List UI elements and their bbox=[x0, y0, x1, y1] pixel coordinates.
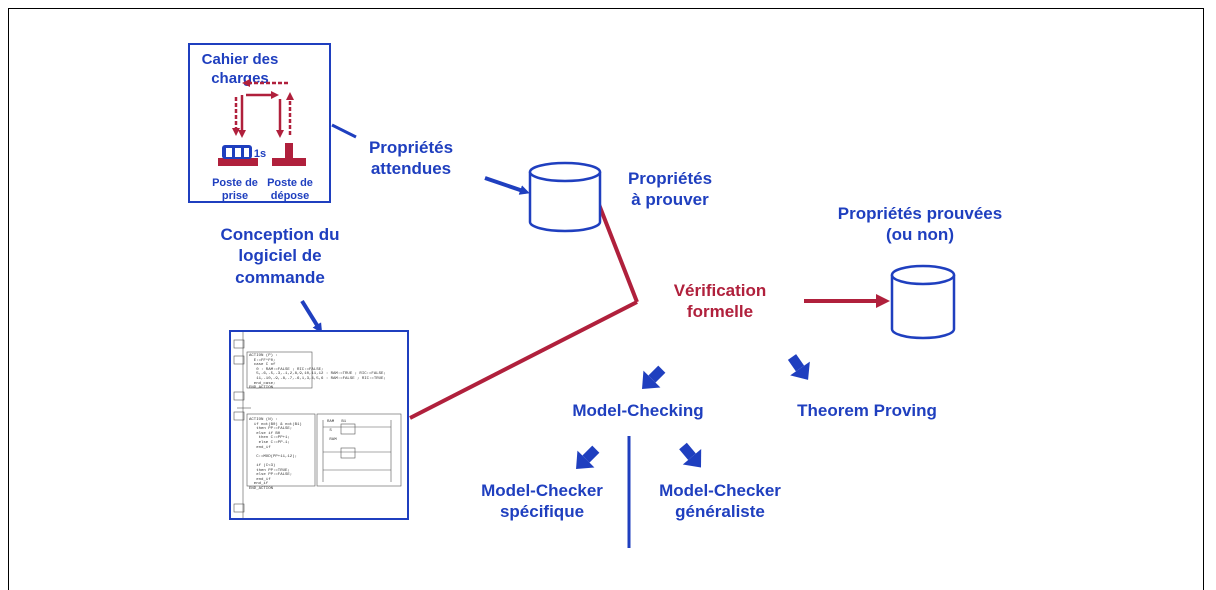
expected-to-db-arrow bbox=[484, 176, 530, 195]
database-proven-icon bbox=[890, 264, 956, 340]
to-mc-specific-arrow bbox=[576, 445, 600, 469]
grafcet-structure bbox=[233, 332, 402, 518]
database-to-prove-icon bbox=[528, 161, 602, 233]
expected-properties-label: Propriétés attendues bbox=[368, 138, 454, 179]
spec-link-line bbox=[331, 123, 357, 139]
pick-place-illustration bbox=[218, 79, 306, 166]
mc-specific-label: Model-Checker spécifique bbox=[481, 481, 603, 522]
mc-general-label: Model-Checker généraliste bbox=[659, 481, 781, 522]
theorem-proving-label: Theorem Proving bbox=[797, 401, 937, 420]
to-theorem-proving-arrow bbox=[787, 354, 810, 380]
properties-to-prove-label: Propriétés à prouver bbox=[627, 169, 713, 210]
program-to-verification-line bbox=[409, 300, 638, 420]
spec-document-box: Cahier des charges 1s Poste de prise Pos… bbox=[188, 43, 331, 203]
action-p-code: ACTION (P) : E:=FF*F0; case C of 0 : RAM… bbox=[249, 354, 386, 391]
proven-properties-label: Propriétés prouvées (ou non) bbox=[837, 204, 1003, 245]
slide-frame bbox=[8, 8, 1204, 590]
action-n-code: ACTION (N) : if not(B0) & not(B1) then P… bbox=[249, 418, 302, 491]
drop-station-label: Poste de dépose bbox=[267, 177, 313, 202]
to-model-checking-arrow bbox=[642, 365, 666, 389]
formal-verification-label: Vérification formelle bbox=[673, 281, 767, 322]
software-design-label: Conception du logiciel de commande bbox=[220, 225, 340, 287]
ladder-code: RAM B1 S RAM bbox=[327, 420, 347, 443]
design-to-program-arrow bbox=[300, 299, 323, 334]
timer-label: 1s bbox=[253, 148, 267, 160]
to-mc-general-arrow bbox=[679, 442, 702, 468]
pick-station-label: Poste de prise bbox=[212, 177, 258, 202]
db-to-verification-line bbox=[596, 201, 639, 303]
control-program-document: ACTION (P) : E:=FF*F0; case C of 0 : RAM… bbox=[229, 330, 409, 520]
model-checking-label: Model-Checking bbox=[572, 401, 704, 420]
